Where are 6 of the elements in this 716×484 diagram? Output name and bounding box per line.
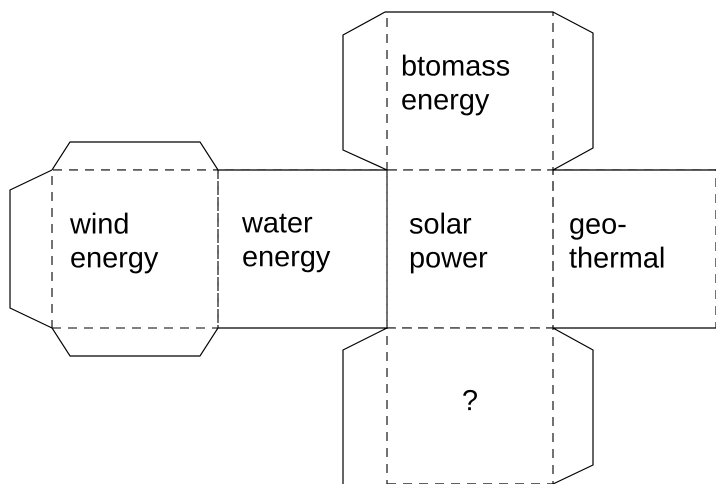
face-box: water energy	[217, 169, 388, 329]
face-box: wind energy	[51, 169, 219, 329]
face-box: btomass energy	[386, 11, 554, 171]
face-box: solar power	[386, 169, 554, 329]
face-box: geo- thermal	[552, 169, 716, 329]
face-box: ?	[386, 327, 554, 484]
